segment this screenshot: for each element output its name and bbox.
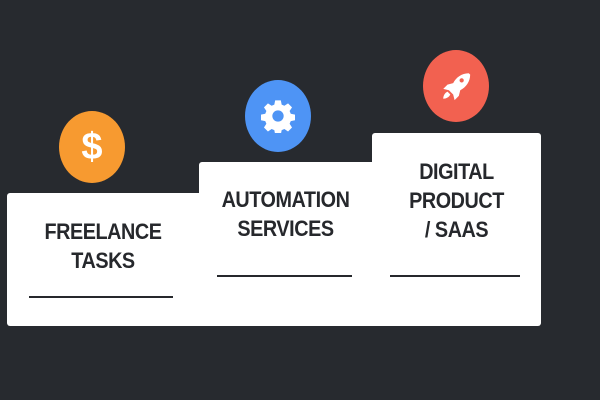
label-line: AUTOMATION: [221, 187, 350, 212]
step-freelance: [7, 193, 207, 326]
label-line: DIGITAL: [419, 159, 494, 184]
gear-icon: [245, 80, 311, 152]
underline: [29, 296, 173, 298]
step-digital-product-label: DIGITAL PRODUCT / SAAS: [380, 157, 532, 244]
label-line: TASKS: [71, 248, 135, 273]
label-line: SERVICES: [237, 216, 334, 241]
dollar-symbol: $: [81, 125, 103, 168]
dollar-icon: $: [59, 111, 125, 183]
label-line: PRODUCT: [409, 188, 504, 213]
step-automation: [199, 162, 379, 326]
label-line: FREELANCE: [44, 219, 162, 244]
step-freelance-label: FREELANCE TASKS: [17, 217, 190, 275]
step-digital-product: [372, 133, 541, 326]
rocket-icon: [423, 50, 489, 122]
label-line: / SAAS: [424, 217, 489, 242]
underline: [390, 275, 520, 277]
underline: [217, 275, 352, 277]
step-automation-label: AUTOMATION SERVICES: [208, 185, 364, 243]
